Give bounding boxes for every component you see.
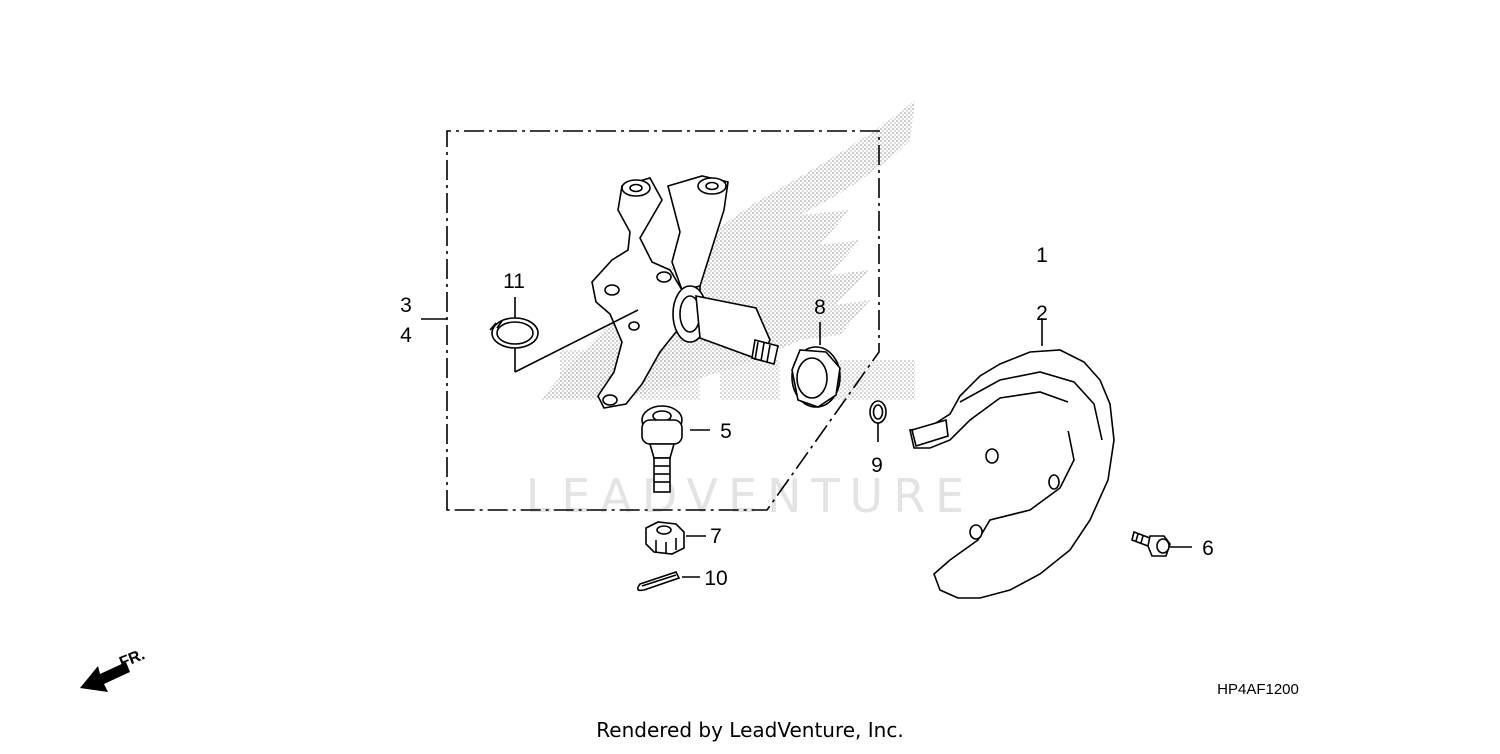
steering-knuckle [591, 175, 779, 409]
cotter-pin [636, 571, 700, 592]
callout-1: 1 [1036, 244, 1048, 267]
footer-credit: Rendered by LeadVenture, Inc. [596, 718, 903, 742]
callout-8: 8 [814, 296, 826, 319]
callout-3: 3 [400, 294, 412, 317]
seal [791, 322, 841, 408]
ball-joint [641, 405, 710, 493]
callout-11: 11 [503, 270, 525, 293]
callout-5: 5 [720, 420, 732, 443]
o-ring [869, 400, 887, 442]
diagram-code: HP4AF1200 [1217, 681, 1299, 698]
castle-nut [645, 521, 706, 555]
callout-2: 2 [1036, 302, 1048, 325]
front-arrow-icon: FR. [80, 646, 147, 692]
callout-10: 10 [704, 567, 727, 590]
wing-logo-background [540, 100, 915, 400]
callout-9: 9 [871, 454, 883, 477]
callout-4: 4 [400, 324, 412, 347]
assembly-bracket [421, 130, 880, 511]
bolt [1131, 530, 1192, 557]
disc-cover [909, 318, 1115, 599]
snap-ring [489, 297, 639, 373]
front-marker-label: FR. [117, 646, 147, 671]
callout-6: 6 [1202, 537, 1214, 560]
callout-7: 7 [710, 525, 722, 548]
watermark: LEADVENTURE [526, 469, 975, 523]
